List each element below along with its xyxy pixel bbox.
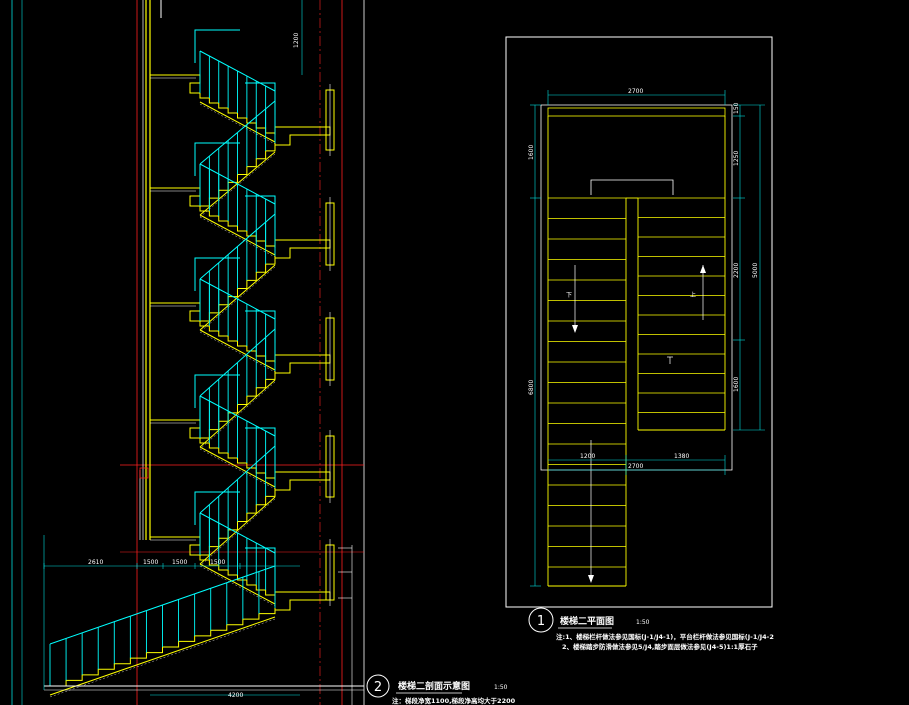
flight-soffit xyxy=(199,379,276,448)
title-bubble-2 xyxy=(366,674,390,698)
dim-plan-right-upper: 1250 xyxy=(733,151,740,166)
dim-plan-bottom-left: 1200 xyxy=(580,453,595,460)
landing-left xyxy=(150,302,201,322)
plan-title: 楼梯二平面图 xyxy=(560,615,614,627)
down-arrow-head-2 xyxy=(588,575,594,583)
landing-left xyxy=(150,419,201,439)
dim-plan-left-upper: 1600 xyxy=(528,145,535,160)
flight-soffit xyxy=(199,329,276,371)
flight-soffit xyxy=(49,616,276,696)
landing-rail-right xyxy=(245,195,276,228)
plan-wall-outline xyxy=(540,104,733,471)
dim-top-right: 1200 xyxy=(293,33,300,48)
down-arrow-label: 下 xyxy=(566,292,572,299)
dim-floor-total: 4200 xyxy=(228,692,243,699)
dim-section-4: 1500 xyxy=(210,559,225,566)
landing-right xyxy=(274,471,331,491)
flight-hatch xyxy=(199,498,276,567)
title-bubble-1 xyxy=(528,607,554,633)
section-note: 注：梯段净宽1100,梯段净高均大于2200 xyxy=(392,696,516,705)
landing-left xyxy=(150,74,201,94)
flight-soffit xyxy=(199,101,276,143)
up-arrow-label: 上 xyxy=(690,291,696,299)
flight-soffit xyxy=(199,446,276,488)
dim-plan-left-total: 6800 xyxy=(528,380,535,395)
landing-left xyxy=(150,536,201,556)
landing-rail-right xyxy=(245,310,276,343)
stair-plan-drawing: 下 上 2700 150 1250 2200 1600 5000 1600 68… xyxy=(505,36,774,651)
landing-rail xyxy=(194,374,240,408)
title-number-1: 1 xyxy=(537,614,545,629)
down-arrow-head xyxy=(572,325,578,333)
dim-section-1: 2610 xyxy=(88,559,103,566)
flight-soffit xyxy=(199,214,276,256)
dim-plan-top: 2700 xyxy=(628,88,643,95)
plan-note-line-2: 2、楼梯踏步防滑做法参见5/J4,踏步面层做法参见(J4-5)1:1厚石子 xyxy=(562,642,758,651)
flight-hatch xyxy=(199,381,276,450)
dim-section-2: 1500 xyxy=(143,559,158,566)
stair-section-drawing: 1200 2610 1500 1500 1500 4200 2 楼梯二剖面示意图… xyxy=(11,0,516,705)
flight-soffit xyxy=(199,563,276,605)
platform-walls xyxy=(325,84,335,606)
up-arrow-head xyxy=(700,265,706,273)
title-number-2: 2 xyxy=(374,680,382,695)
stair-flights xyxy=(49,29,331,698)
landing-rail xyxy=(194,29,240,63)
dim-section-3: 1500 xyxy=(172,559,187,566)
landing-rail-right xyxy=(245,82,276,115)
dim-plan-right-middle: 2200 xyxy=(733,263,740,278)
dim-plan-right-total: 5000 xyxy=(752,263,759,278)
dim-plan-right-lower: 1600 xyxy=(733,377,740,392)
landing-rail xyxy=(194,257,240,291)
landing-rail-right xyxy=(245,427,276,460)
dim-plan-bottom-right: 1380 xyxy=(674,453,689,460)
column-mark xyxy=(139,467,149,479)
landing-right xyxy=(274,126,331,146)
landing-left xyxy=(150,187,201,207)
flight-soffit xyxy=(199,496,276,565)
plan-note-line-1: 注:1、楼梯栏杆做法参见国标(J-1/J4-1)，平台栏杆做法参见国标(J-1/… xyxy=(556,632,774,641)
plan-scale: 1:50 xyxy=(636,619,650,626)
plan-well-top xyxy=(590,179,674,195)
plan-top-beam xyxy=(547,107,726,117)
landing-rail xyxy=(194,142,240,176)
dim-plan-bottom-total: 2700 xyxy=(628,463,643,470)
landing-right xyxy=(274,591,331,611)
plan-treads xyxy=(548,197,725,568)
plan-frame xyxy=(505,36,773,608)
landing-right xyxy=(274,239,331,259)
section-title: 楼梯二剖面示意图 xyxy=(398,680,470,692)
flight-soffit xyxy=(199,264,276,331)
landing-rail xyxy=(194,491,240,525)
dim-plan-right-offset: 150 xyxy=(733,102,740,114)
landing-right xyxy=(274,354,331,374)
section-scale: 1:50 xyxy=(494,684,508,691)
